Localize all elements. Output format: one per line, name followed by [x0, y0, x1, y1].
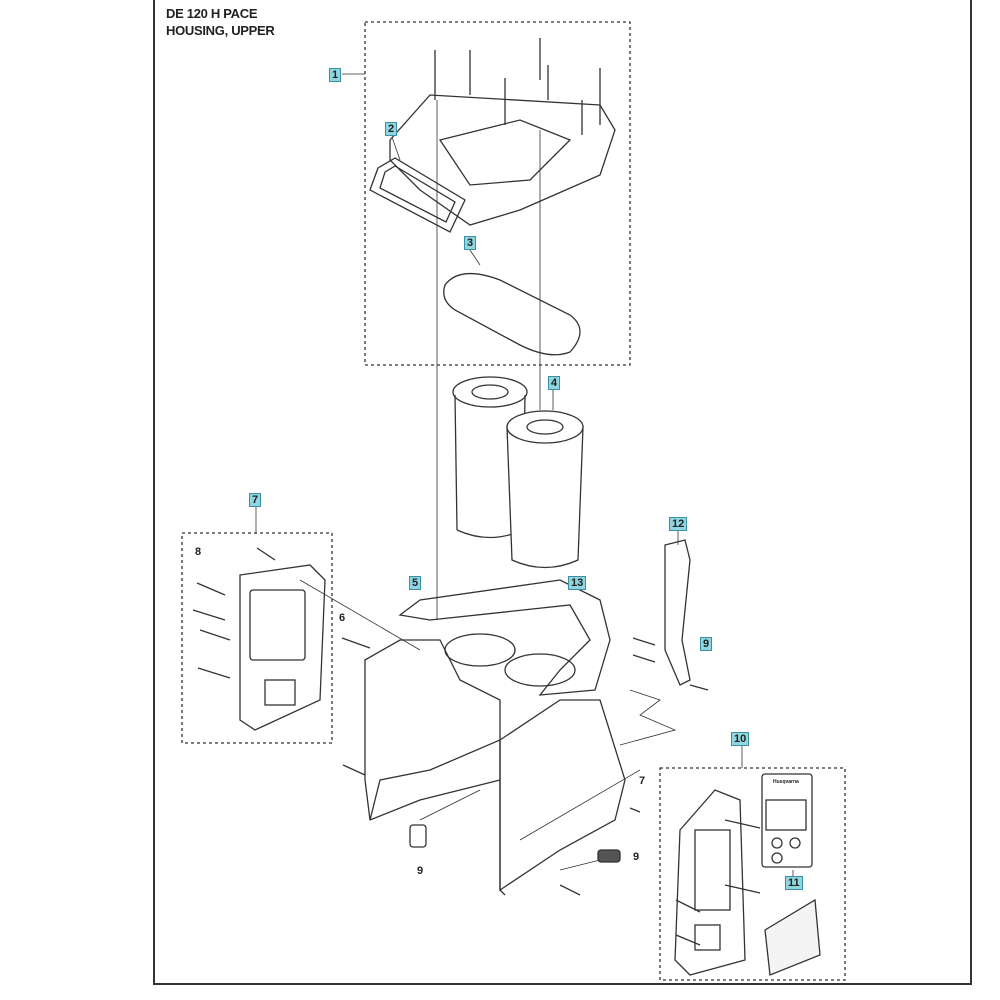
screw-set-top — [434, 38, 601, 135]
callout-9-right-grommet: 9 — [633, 851, 640, 863]
loose-screws — [192, 547, 761, 946]
upper-housing-opening — [438, 119, 572, 186]
callout-7-screw: 7 — [639, 775, 646, 787]
callout-9-left-grommet: 9 — [417, 865, 424, 877]
callout-12: 12 — [669, 517, 688, 531]
grommet-part — [409, 824, 427, 848]
grommet-part — [597, 849, 621, 863]
decal-brand: Husqvarna — [773, 779, 799, 785]
gasket-part — [443, 273, 581, 356]
callout-11: 11 — [785, 876, 803, 890]
leader-lines — [255, 73, 794, 878]
callout-10: 10 — [731, 732, 750, 746]
callout-13: 13 — [568, 576, 587, 590]
bracket-leader — [619, 689, 677, 746]
callout-3: 3 — [464, 236, 477, 250]
filter-frame-inner — [379, 165, 456, 223]
group-box-7 — [181, 532, 333, 744]
page-border — [153, 0, 972, 985]
callout-6: 6 — [339, 612, 346, 624]
upper-housing-part — [389, 94, 616, 226]
callout-5: 5 — [409, 576, 422, 590]
filter-cartridge-right — [506, 410, 584, 569]
bracket-part — [664, 539, 691, 686]
callout-1: 1 — [329, 68, 342, 82]
callout-7-side-panel: 7 — [249, 493, 262, 507]
diagram-title: DE 120 H PACE HOUSING, UPPER — [166, 5, 275, 39]
filter-frame-part — [369, 157, 466, 233]
section-name: HOUSING, UPPER — [166, 23, 275, 38]
callout-4: 4 — [548, 376, 561, 390]
seal-part — [398, 579, 611, 696]
callout-2: 2 — [385, 122, 398, 136]
group-box-1 — [364, 21, 631, 366]
callout-8: 8 — [195, 546, 202, 558]
group-box-10 — [659, 767, 846, 981]
control-panel-part — [674, 773, 821, 976]
callout-9-bracket: 9 — [700, 637, 713, 651]
side-panel-part — [239, 564, 326, 731]
model-name: DE 120 H PACE — [166, 6, 258, 21]
lower-housing-part — [364, 633, 626, 896]
